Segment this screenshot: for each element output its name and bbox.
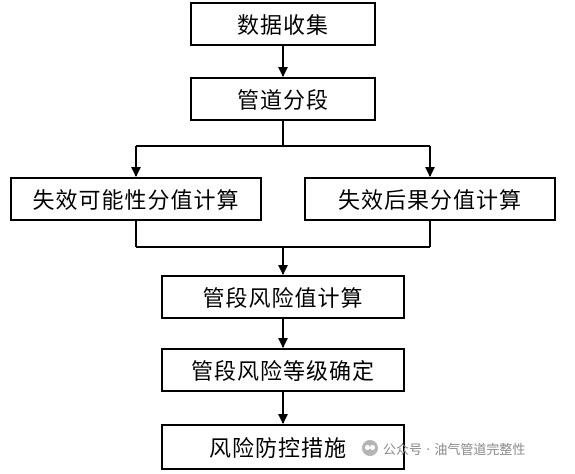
node-label: 管段风险等级确定 xyxy=(190,360,375,385)
node-segment-risk-value: 管段风险值计算 xyxy=(161,275,405,319)
watermark: 公众号 · 油气管道完整性 xyxy=(362,438,525,458)
node-data-collection: 数据收集 xyxy=(190,2,376,46)
node-pipeline-segmentation: 管道分段 xyxy=(190,77,376,121)
node-label: 管道分段 xyxy=(236,89,329,114)
node-risk-grade: 管段风险等级确定 xyxy=(161,348,405,392)
watermark-text: 公众号 · 油气管道完整性 xyxy=(383,442,526,458)
node-failure-consequence-score: 失效后果分值计算 xyxy=(304,177,556,221)
node-label: 管段风险值计算 xyxy=(202,287,364,312)
node-label: 数据收集 xyxy=(236,14,329,39)
node-label: 失效可能性分值计算 xyxy=(32,189,240,214)
node-label: 风险防控措施 xyxy=(209,437,348,462)
node-label: 失效后果分值计算 xyxy=(337,189,522,214)
wechat-official-account-icon xyxy=(362,440,378,456)
node-failure-probability-score: 失效可能性分值计算 xyxy=(10,177,262,221)
